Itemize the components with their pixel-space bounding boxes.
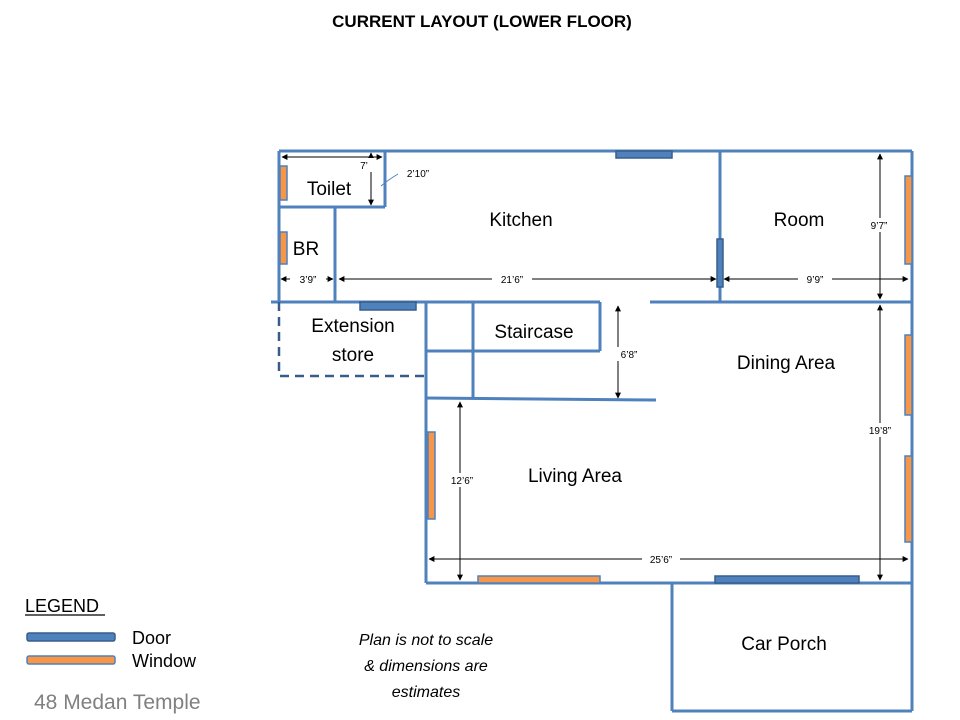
window-dining-upper — [904, 334, 913, 416]
dim-dining-depth: 19’8” — [869, 426, 891, 437]
walls — [271, 149, 914, 713]
dim-room-width: 9’9” — [807, 275, 824, 286]
dim-living-width: 25’6” — [650, 555, 672, 566]
room-labels: Toilet BR Kitchen Room Extension store S… — [293, 179, 836, 655]
room-label-toilet: Toilet — [307, 179, 352, 200]
room-label-staircase: Staircase — [494, 322, 573, 343]
dim-toilet-width: 7’ — [360, 161, 368, 172]
legend-title: LEGEND — [25, 596, 99, 616]
dim-br-width: 3’9” — [300, 275, 317, 286]
windows — [279, 165, 913, 584]
scale-note: Plan is not to scale & dimensions are es… — [359, 632, 493, 701]
legend-window-swatch — [26, 655, 116, 665]
dim-stair-depth: 6’8” — [621, 350, 638, 361]
room-label-dining: Dining Area — [737, 353, 836, 374]
window-toilet — [279, 165, 288, 201]
room-label-br: BR — [293, 239, 319, 260]
note-line-1: Plan is not to scale — [359, 632, 493, 649]
note-line-2: & dimensions are — [364, 658, 488, 675]
dim-toilet-depth: 2’10” — [407, 169, 429, 180]
window-living-bottom — [477, 575, 601, 584]
dim-toilet-depth-leader — [380, 173, 399, 187]
room-label-car-porch: Car Porch — [741, 634, 827, 655]
door-kitchen-room — [716, 238, 724, 288]
legend-window-label: Window — [132, 651, 197, 671]
legend-door-swatch — [26, 632, 116, 642]
doors — [359, 150, 860, 584]
window-br — [279, 231, 288, 265]
dim-living-depth: 12’6” — [451, 476, 473, 487]
room-label-living: Living Area — [528, 466, 622, 487]
plan-title: CURRENT LAYOUT (LOWER FLOOR) — [332, 12, 632, 31]
window-dining-lower — [904, 455, 913, 543]
window-living-left — [427, 431, 436, 520]
room-label-kitchen: Kitchen — [489, 210, 552, 231]
note-line-3: estimates — [392, 684, 460, 701]
door-kitchen-top — [615, 150, 673, 159]
legend: LEGEND Door Window — [25, 596, 197, 671]
window-room — [904, 175, 913, 265]
room-label-room: Room — [774, 210, 825, 231]
room-label-extension-1: Extension — [311, 316, 394, 337]
dim-kitchen-width: 21’6” — [501, 275, 523, 286]
door-extension — [359, 301, 417, 311]
room-label-extension-2: store — [332, 345, 374, 366]
address-label: 48 Medan Temple — [34, 691, 201, 714]
door-main — [714, 575, 860, 584]
dimension-labels: 7’ 2’10” 3’9” 21’6” 9’9” 9’7” 6’8” 19’8”… — [290, 158, 900, 566]
wall-living-top — [425, 396, 657, 402]
extension-store-outline — [277, 302, 426, 378]
legend-door-label: Door — [132, 628, 171, 648]
dim-room-depth: 9’7” — [871, 221, 888, 232]
